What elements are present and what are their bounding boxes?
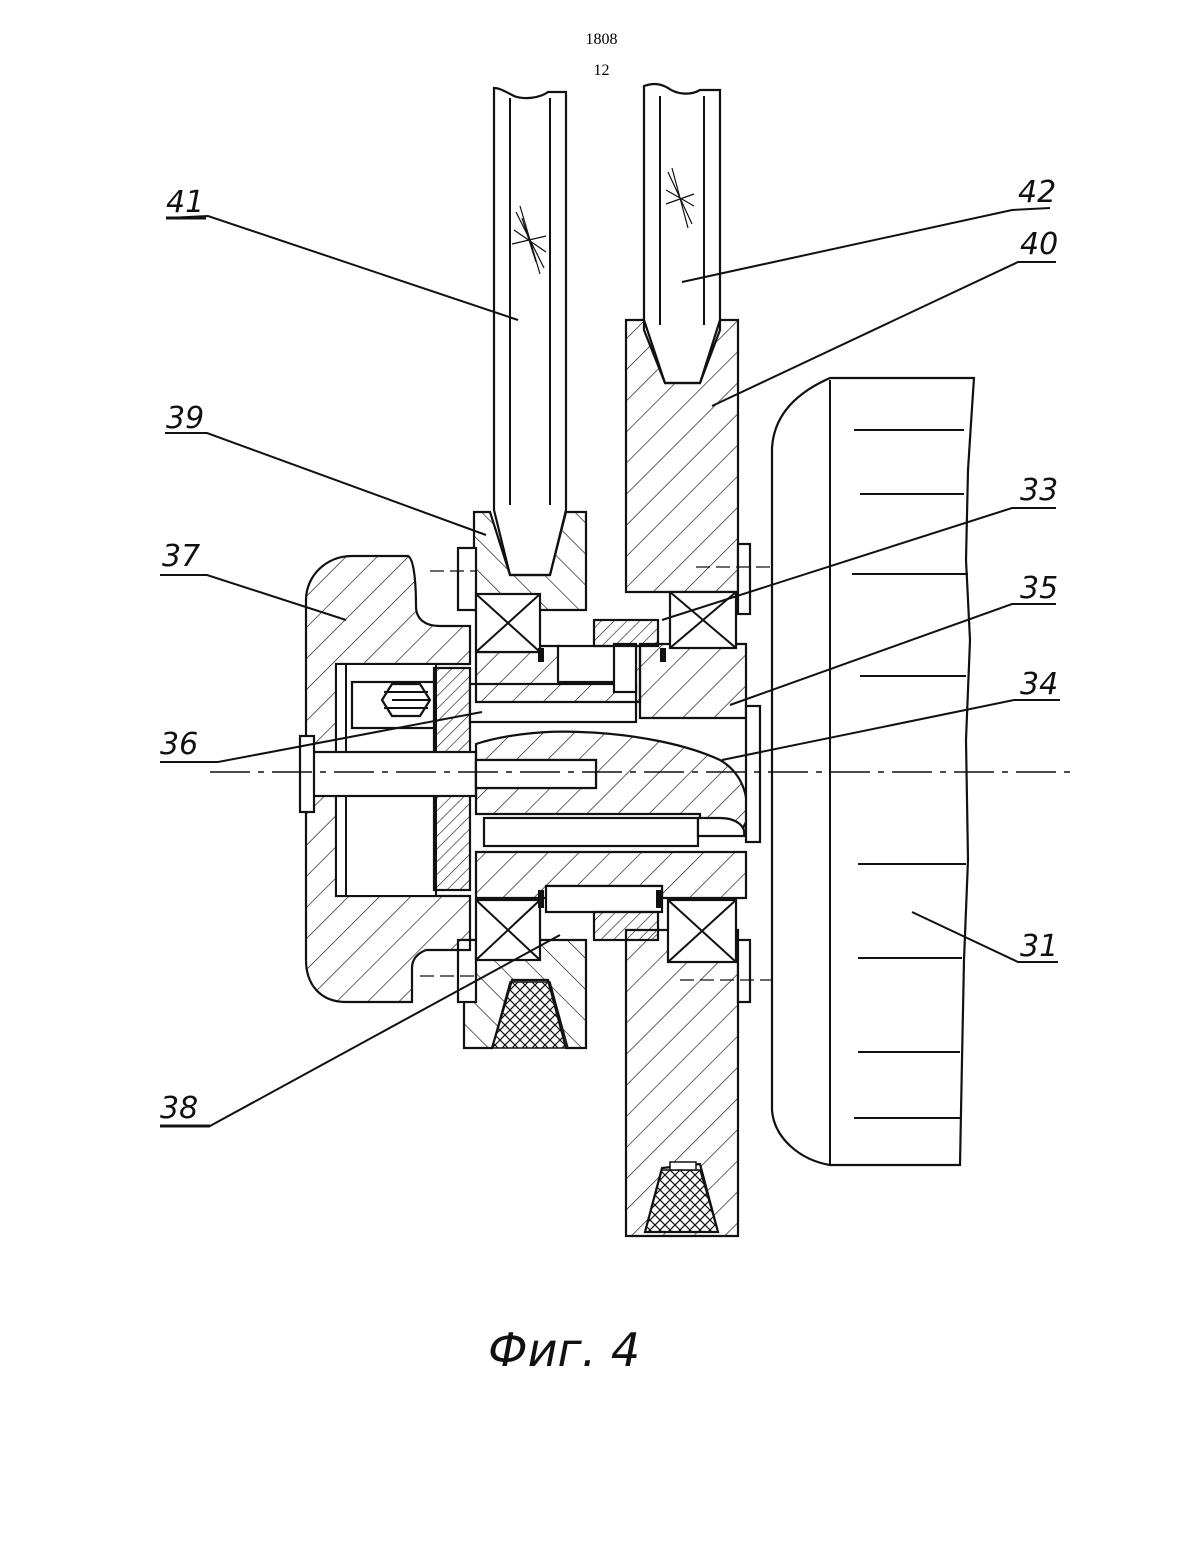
label-35: 35 [1020,571,1058,606]
label-42: 42 [1018,175,1056,210]
shank-42 [644,84,720,383]
label-40: 40 [1020,227,1058,262]
label-36: 36 [160,727,198,762]
figure-caption: Фиг. 4 [488,1323,640,1377]
label-34: 34 [1020,667,1058,702]
label-39: 39 [166,401,204,436]
label-33: 33 [1020,473,1058,508]
label-41: 41 [166,185,204,220]
label-31: 31 [1020,929,1058,964]
label-37: 37 [162,539,200,574]
label-38: 38 [160,1091,198,1126]
shank-41 [494,88,566,575]
